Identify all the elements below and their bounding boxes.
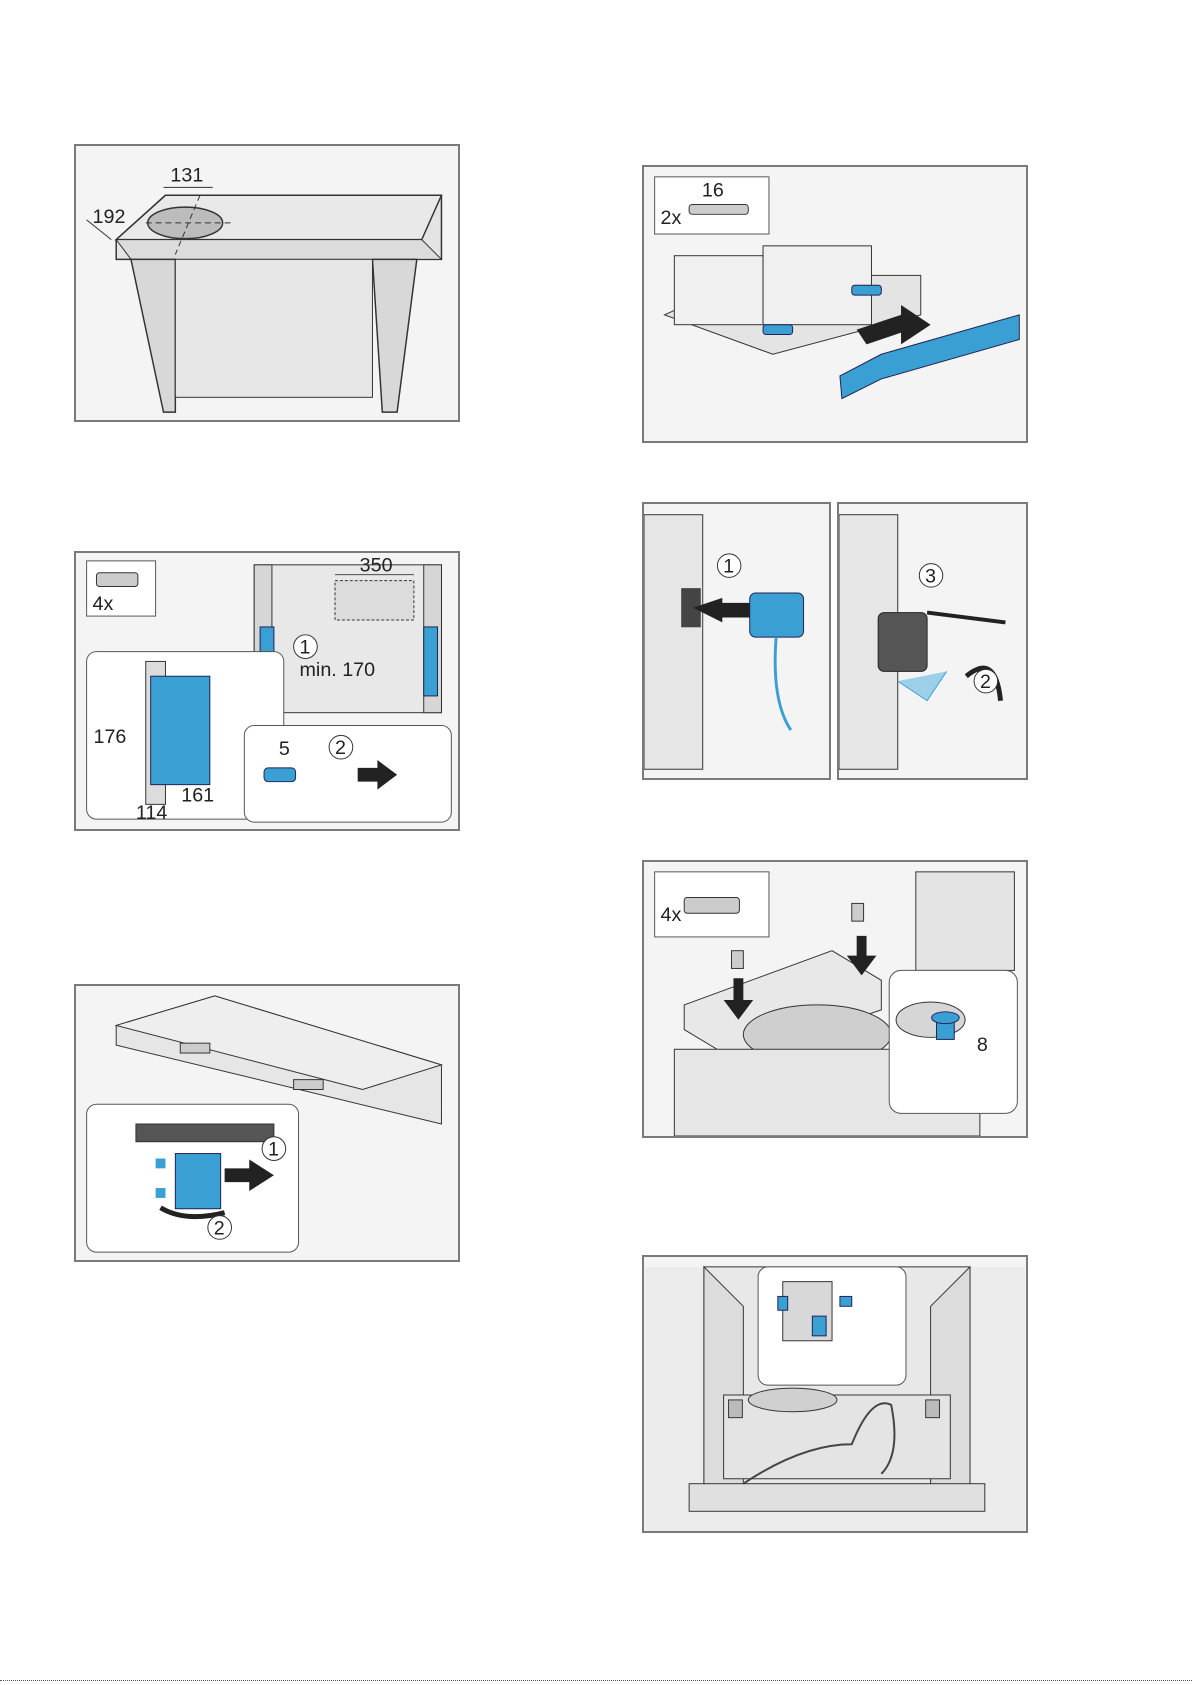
plug-connect-drawing: 1: [644, 504, 829, 778]
figure-front-trim: 2x 16: [642, 165, 1028, 443]
dim-8: 8: [977, 1034, 988, 1056]
step-2: 2: [980, 671, 991, 693]
figure-plug-connect: 1: [642, 502, 831, 780]
qty-4x: 4x: [93, 593, 114, 615]
hood-bracket-drawing: 1 2: [76, 986, 458, 1260]
dim-176: 176: [94, 726, 127, 748]
step-1: 1: [268, 1139, 279, 1161]
screw-fixing-drawing: 4x 8: [644, 862, 1026, 1136]
qty-4x: 4x: [661, 904, 682, 926]
cabinet-cutout-drawing: 131 192: [76, 146, 458, 420]
step-1: 1: [723, 555, 734, 577]
wall-mounting-drawing: 4x 350 1 min. 170 176 114 161 5 2: [76, 553, 458, 829]
dim-131: 131: [170, 164, 203, 186]
dim-192: 192: [93, 206, 126, 228]
footer-rule: [0, 1680, 1192, 1681]
step-3: 3: [925, 565, 936, 587]
figure-hood-bracket: 1 2: [74, 984, 460, 1262]
step-2: 2: [214, 1217, 225, 1239]
front-trim-drawing: 2x 16: [644, 167, 1026, 441]
dim-161: 161: [181, 784, 214, 806]
installed-view-drawing: [644, 1257, 1026, 1531]
step-2: 2: [335, 737, 346, 759]
qty-2x: 2x: [661, 207, 682, 229]
figure-wall-mounting: 4x 350 1 min. 170 176 114 161 5 2: [74, 551, 460, 831]
step-1: 1: [300, 637, 311, 659]
figure-screw-fixing: 4x 8: [642, 860, 1028, 1138]
plug-secure-drawing: 3 2: [839, 504, 1026, 778]
figure-installed-view: [642, 1255, 1028, 1533]
dim-114: 114: [136, 802, 167, 824]
dim-16: 16: [702, 180, 724, 202]
dim-5: 5: [279, 738, 290, 760]
dim-min-170: min. 170: [300, 659, 376, 681]
figure-cabinet-cutout: 131 192: [74, 144, 460, 422]
dim-350: 350: [360, 555, 393, 577]
figure-plug-secure: 3 2: [837, 502, 1028, 780]
